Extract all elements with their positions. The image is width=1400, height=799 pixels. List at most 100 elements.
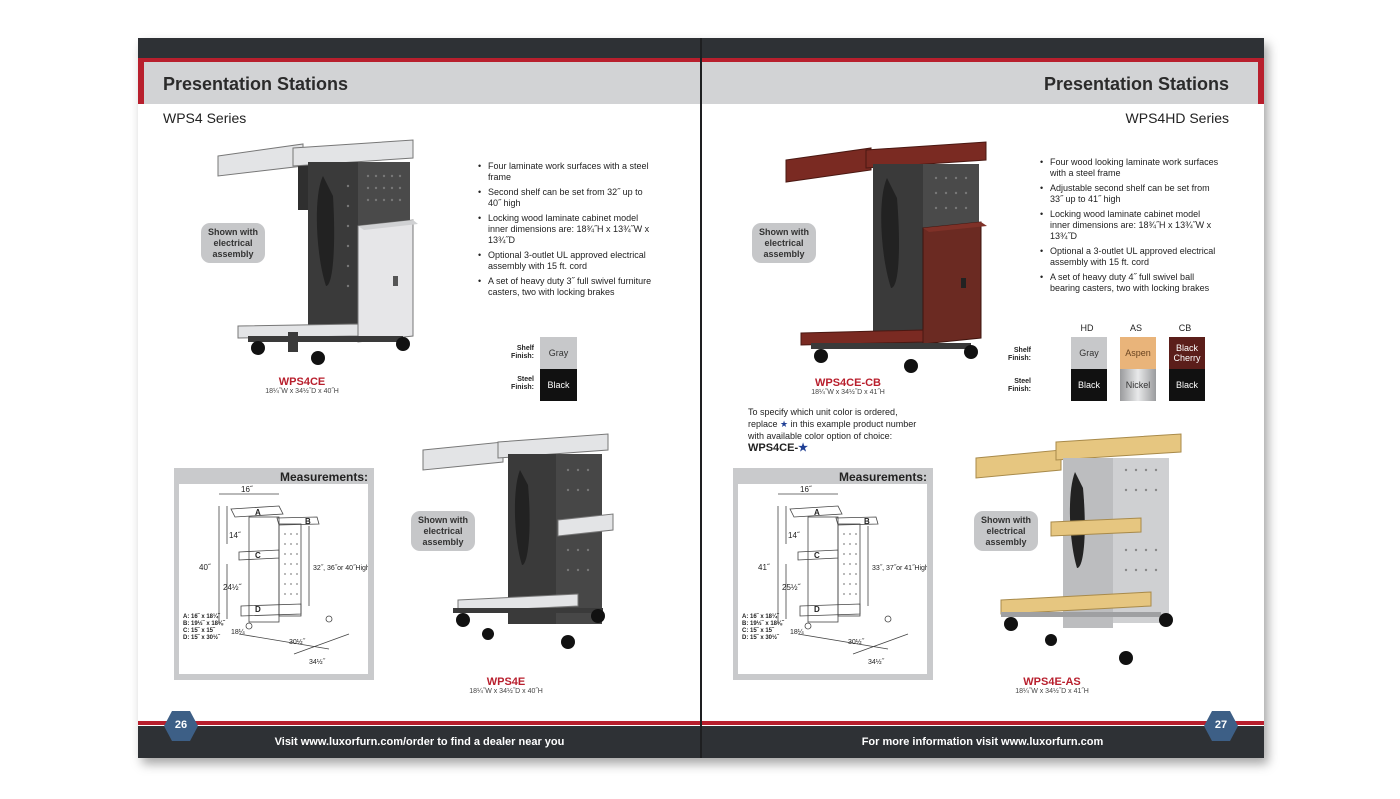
measurements-legend: A: 16˝ x 18¼˝ B: 19½˝ x 18⅛˝ C: 15˝ x 15… <box>183 614 225 642</box>
dim-label: 32˝, 36˝or 40˝High <box>313 564 368 572</box>
example-code-text: WPS4CE- <box>748 442 799 454</box>
legend-item: A: 16˝ x 18¼˝ <box>183 614 221 620</box>
dim-label: 30½˝ <box>848 638 865 646</box>
dim-label: 34½˝ <box>309 658 326 666</box>
dim-label: B <box>864 517 870 526</box>
page-number-badge: 27 <box>1204 711 1238 741</box>
shelf-finish-label: Shelf Finish: <box>511 345 534 360</box>
page-title: Presentation Stations <box>1043 74 1229 94</box>
footer-text: For more information visit www.luxorfurn… <box>861 736 1104 748</box>
callout-electrical-assembly: Shown with electrical assembly <box>974 511 1038 551</box>
title-bar <box>701 62 1258 104</box>
dim-label: D <box>255 605 261 614</box>
product-code: WPS4CE-CB <box>814 377 881 389</box>
star-icon: ★ <box>798 442 808 454</box>
dim-label: C <box>814 551 820 560</box>
feature-item: Locking wood laminate cabinet model inne… <box>1038 209 1220 242</box>
page-gutter <box>700 38 702 758</box>
legend-item: A: 16˝ x 18¼˝ <box>742 614 780 620</box>
hexagon-shape <box>164 711 198 741</box>
dim-label: 34½˝ <box>868 658 885 666</box>
catalog-spread: Presentation Stations WPS4 Series <box>138 38 1264 758</box>
legend-item: B: 19½˝ x 18⅛˝ <box>742 621 785 627</box>
feature-item: Locking wood laminate cabinet model inne… <box>476 213 658 246</box>
dim-label: 14˝ <box>788 531 801 540</box>
cart-wps4ce-image <box>217 139 418 365</box>
dim-label: A <box>255 508 261 517</box>
footer-red-line <box>701 721 1264 725</box>
page-number: 26 <box>174 719 188 731</box>
callout-electrical-assembly: Shown with electrical assembly <box>411 511 475 551</box>
measurements-diagram: 16˝ A B 14˝ 41˝ C 25½˝ 33˝, 37˝or 41˝Hig… <box>738 484 927 674</box>
finish-column-hd: HD <box>1080 323 1094 333</box>
feature-item: Optional 3-outlet UL approved electrical… <box>476 250 658 272</box>
dim-label: C <box>255 551 261 560</box>
feature-item: Second shelf can be set from 32˝ up to 4… <box>476 187 658 209</box>
product-dimensions: 18¼˝W x 34½˝D x 40˝H <box>265 388 339 395</box>
swatch-gray: Gray <box>1071 337 1107 369</box>
measurements-box: Measurements: <box>733 468 933 680</box>
legend-item: B: 19½˝ x 18⅛˝ <box>183 621 226 627</box>
product-dimensions: 18¼˝W x 34½˝D x 41˝H <box>811 389 885 396</box>
cart-wps4e-image <box>422 433 614 649</box>
right-page: Presentation Stations WPS4HD Series Show… <box>701 38 1264 758</box>
top-red-line <box>138 58 701 62</box>
footer-text: Visit www.luxorfurn.com/order to find a … <box>274 736 565 748</box>
spec-text: in this example product number <box>790 419 917 429</box>
swatch-black-2: Black <box>1169 369 1205 401</box>
feature-item: Optional a 3-outlet UL approved electric… <box>1038 246 1220 268</box>
feature-item: Four wood looking laminate work surfaces… <box>1038 157 1220 179</box>
measurements-legend: A: 16˝ x 18¼˝ B: 19½˝ x 18⅛˝ C: 15˝ x 15… <box>742 614 784 642</box>
legend-item: D: 15˝ x 30½˝ <box>742 635 780 641</box>
footer-bar <box>701 726 1264 758</box>
color-spec-note: To specify which unit color is ordered, … <box>748 406 948 454</box>
product-code: WPS4E <box>486 676 526 688</box>
measurements-box: Measurements: <box>174 468 374 680</box>
finish-column-as: AS <box>1129 323 1142 333</box>
dim-label: 33˝, 37˝or 41˝High <box>872 564 927 572</box>
top-red-line <box>701 58 1264 62</box>
spec-line: with available color option of choice: <box>748 431 893 441</box>
title-bar <box>144 62 701 104</box>
product-label-wps4e: WPS4E 18¼˝W x 34½˝D x 40˝H <box>426 676 586 695</box>
steel-finish-label: Steel Finish: <box>1008 378 1031 393</box>
product-dimensions: 18¼˝W x 34½˝D x 40˝H <box>469 688 543 695</box>
measurements-title: Measurements: <box>838 470 927 484</box>
swatch-nickel: Nickel <box>1120 369 1156 401</box>
shelf-finish-label: Shelf Finish: <box>1008 347 1031 362</box>
dim-label: 30½˝ <box>289 638 306 646</box>
feature-item: A set of heavy duty 4˝ full swivel ball … <box>1038 272 1220 294</box>
dimension-drawing: 16˝ A B 14˝ 41˝ C 25½˝ 33˝, 37˝or 41˝Hig… <box>758 485 927 666</box>
callout-electrical-assembly: Shown with electrical assembly <box>201 223 265 263</box>
dim-label: A <box>814 508 820 517</box>
dim-label: 25½˝ <box>782 583 802 592</box>
steel-finish-label: Steel Finish: <box>511 376 534 391</box>
swatch-black: Black <box>1071 369 1107 401</box>
feature-list: Four wood looking laminate work surfaces… <box>1038 157 1220 298</box>
series-title: WPS4HD Series <box>1125 110 1229 126</box>
dim-label: 18¼ <box>790 629 804 636</box>
red-side-accent <box>138 58 144 104</box>
product-dimensions: 18¼˝W x 34½˝D x 41˝H <box>1015 688 1089 695</box>
finish-column-cb: CB <box>1178 323 1192 333</box>
feature-item: Four laminate work surfaces with a steel… <box>476 161 658 183</box>
measurements-title: Measurements: <box>279 470 368 484</box>
dim-label: 16˝ <box>800 485 813 494</box>
red-side-accent <box>1258 58 1264 104</box>
cart-wps4e-as-image <box>975 433 1182 665</box>
spec-line: To specify which unit color is ordered, <box>748 407 898 417</box>
spec-text: replace <box>748 419 778 429</box>
hexagon-shape <box>1204 711 1238 741</box>
feature-item: Adjustable second shelf can be set from … <box>1038 183 1220 205</box>
feature-list: Four laminate work surfaces with a steel… <box>476 161 658 302</box>
swatch-black-cherry: Black Cherry <box>1169 337 1205 369</box>
top-bar <box>138 38 701 58</box>
page-number-badge: 26 <box>164 711 198 741</box>
measurements-diagram: 16˝ A B 14˝ 40˝ C 24½˝ 32˝, 36˝or 40˝Hig… <box>179 484 368 674</box>
product-label-wps4ce: WPS4CE 18¼˝W x 34½˝D x 40˝H <box>222 376 382 395</box>
footer-bar <box>138 726 701 758</box>
product-label-wps4ce-cb: WPS4CE-CB 18¼˝W x 34½˝D x 41˝H <box>768 377 928 396</box>
page-title: Presentation Stations <box>163 74 349 94</box>
legend-item: C: 15˝ x 15˝ <box>183 628 216 634</box>
dim-label: 41˝ <box>758 563 771 572</box>
